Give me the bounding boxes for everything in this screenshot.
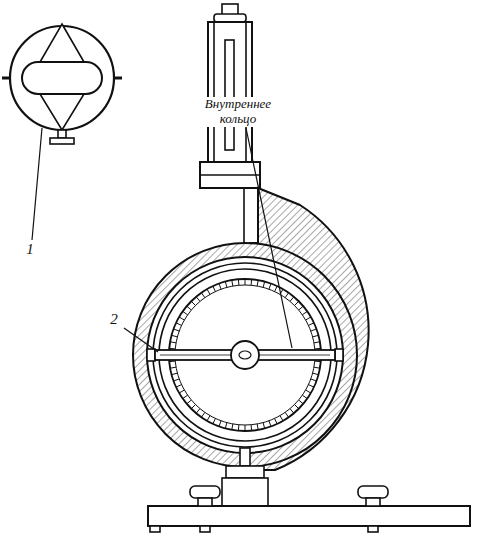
part-label: Внутреннее кольцо — [194, 97, 282, 127]
base — [148, 448, 470, 532]
inner-ring — [153, 263, 337, 447]
callout-number: 2 — [108, 311, 120, 328]
leader-line — [32, 128, 292, 352]
callout-number: 1 — [24, 241, 36, 258]
outer-ring — [133, 243, 357, 467]
inset-gyroscope — [2, 24, 122, 144]
